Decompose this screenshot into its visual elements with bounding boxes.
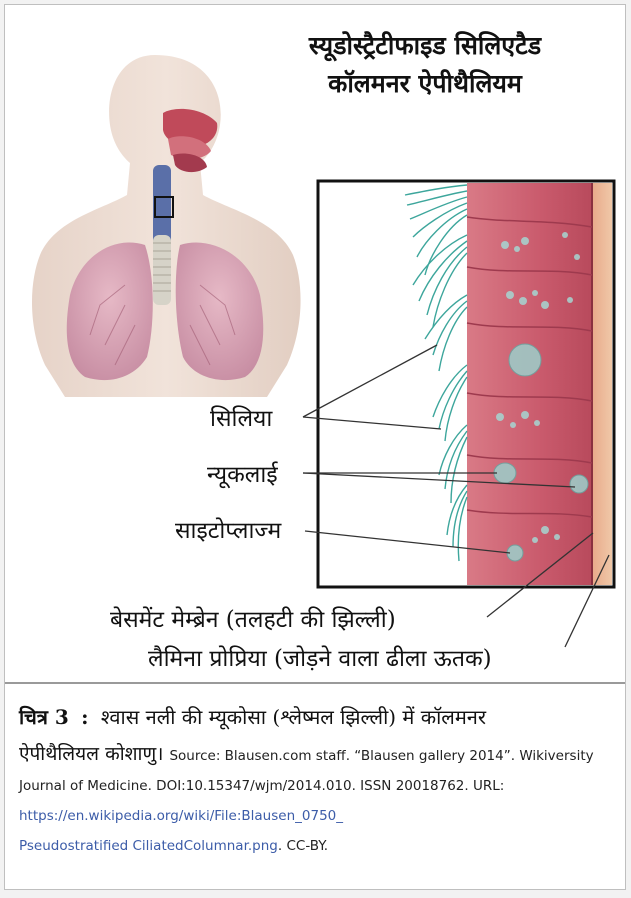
label-cilia: सिलिया bbox=[210, 401, 272, 433]
license-text: . CC-BY. bbox=[278, 838, 328, 854]
source-url-line-2[interactable]: Pseudostratified CiliatedColumnar.png bbox=[19, 838, 278, 854]
caption-text-part1: श्वास नली की म्यूकोसा (श्लेष्मल झिल्ली) … bbox=[101, 705, 486, 729]
caption-separator: : bbox=[81, 705, 88, 729]
caption-divider bbox=[5, 682, 625, 684]
illustration bbox=[5, 5, 625, 681]
diagram-title: स्यूडोस्ट्रैटीफाइड सिलिएटैड कॉलमनर ऐपीथै… bbox=[245, 27, 605, 103]
figure-label: चित्र 3 bbox=[19, 705, 69, 729]
caption-line-1: चित्र 3 : श्वास नली की म्यूकोसा (श्लेष्म… bbox=[19, 699, 617, 735]
source-url-line-1[interactable]: https://en.wikipedia.org/wiki/File:Blaus… bbox=[19, 808, 343, 824]
figure-frame: स्यूडोस्ट्रैटीफाइड सिलिएटैड कॉलमनर ऐपीथै… bbox=[4, 4, 626, 890]
diagram-area: स्यूडोस्ट्रैटीफाइड सिलिएटैड कॉलमनर ऐपीथै… bbox=[5, 5, 625, 681]
label-lamina-propria: लैमिना प्रोप्रिया (जोड़ने वाला ढीला ऊतक) bbox=[148, 641, 492, 673]
human-torso-icon bbox=[32, 55, 301, 397]
title-line-1: स्यूडोस्ट्रैटीफाइड सिलिएटैड bbox=[245, 27, 605, 65]
label-nuclei: न्यूकलाई bbox=[207, 457, 278, 489]
label-basement-membrane: बेसमेंट मेम्ब्रेन (तलहटी की झिल्ली) bbox=[110, 602, 396, 634]
caption-text-part2: ऐपीथैलियल कोशाणु। bbox=[19, 743, 163, 765]
caption-line-2: ऐपीथैलियल कोशाणु। Source: Blausen.com st… bbox=[19, 739, 617, 859]
figure-caption: चित्र 3 : श्वास नली की म्यूकोसा (श्लेष्म… bbox=[19, 699, 617, 859]
label-cytoplasm: साइटोप्लाज्म bbox=[175, 513, 281, 545]
tissue-illustration bbox=[303, 181, 614, 647]
title-line-2: कॉलमनर ऐपीथैलियम bbox=[245, 65, 605, 103]
